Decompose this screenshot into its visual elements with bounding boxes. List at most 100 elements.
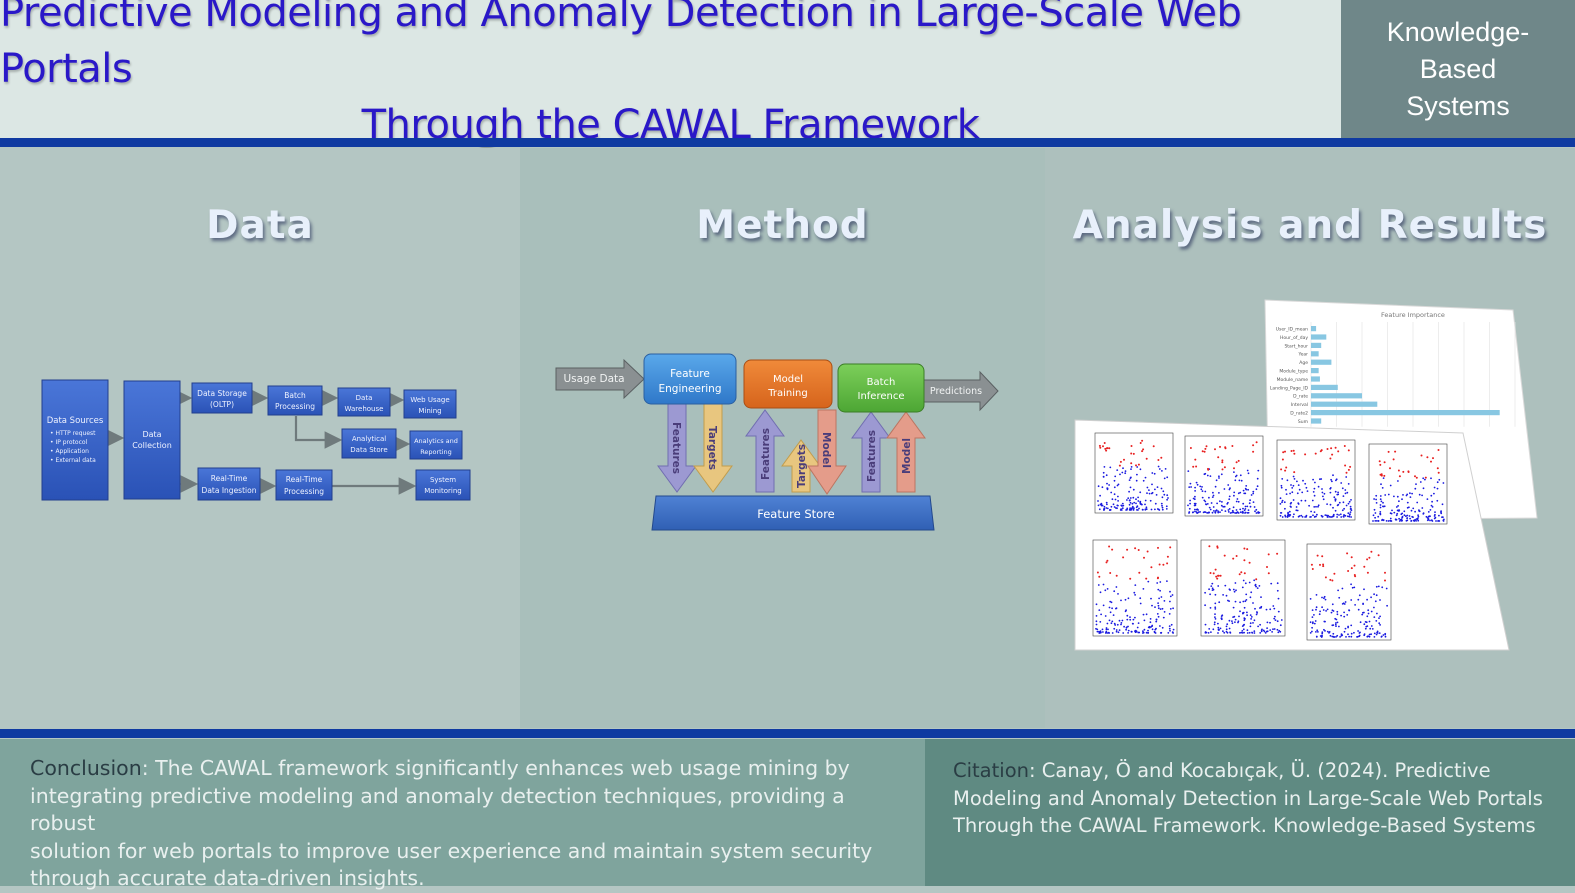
normal-point <box>1254 607 1256 610</box>
normal-point <box>1104 589 1107 592</box>
normal-point <box>1322 495 1324 498</box>
normal-point <box>1215 509 1218 512</box>
anomaly-point <box>1397 469 1400 472</box>
normal-point <box>1204 490 1207 493</box>
normal-point <box>1161 626 1164 629</box>
normal-point <box>1105 507 1108 509</box>
normal-point <box>1242 612 1244 614</box>
normal-point <box>1415 483 1417 485</box>
normal-point <box>1413 519 1416 522</box>
normal-point <box>1161 496 1164 499</box>
normal-point <box>1317 485 1320 488</box>
anomaly-point <box>1436 467 1439 470</box>
normal-point <box>1113 479 1116 482</box>
model-down-arrow <box>807 409 847 495</box>
anomaly-point <box>1217 574 1219 577</box>
normal-point <box>1249 596 1252 599</box>
normal-point <box>1139 597 1142 600</box>
normal-point <box>1329 491 1332 494</box>
normal-point <box>1236 498 1239 500</box>
normal-point <box>1315 635 1318 638</box>
scatter-plot-frame <box>1276 439 1356 521</box>
normal-point <box>1389 484 1392 487</box>
normal-point <box>1405 519 1408 522</box>
normal-point <box>1234 582 1237 584</box>
normal-point <box>1293 478 1296 480</box>
normal-point <box>1410 520 1412 522</box>
normal-point <box>1313 487 1316 490</box>
normal-point <box>1373 498 1375 500</box>
normal-point <box>1314 481 1316 484</box>
normal-point <box>1366 615 1369 618</box>
normal-point <box>1131 502 1134 505</box>
normal-point <box>1357 608 1360 611</box>
normal-point <box>1117 593 1119 595</box>
anomaly-point <box>1252 450 1255 453</box>
normal-point <box>1137 496 1139 499</box>
normal-point <box>1155 620 1158 623</box>
anomaly-point <box>1115 574 1118 577</box>
anomaly-point <box>1157 546 1159 549</box>
importance-bar <box>1311 351 1319 357</box>
normal-point <box>1168 625 1171 627</box>
normal-point <box>1332 515 1335 517</box>
normal-point <box>1242 628 1245 631</box>
normal-point <box>1296 509 1299 512</box>
normal-point <box>1208 506 1211 509</box>
normal-point <box>1252 492 1255 495</box>
normal-point <box>1194 490 1196 492</box>
normal-point <box>1225 628 1228 631</box>
anomaly-point <box>1223 554 1226 557</box>
normal-point <box>1400 513 1403 516</box>
normal-point <box>1317 504 1320 507</box>
normal-point <box>1361 613 1364 616</box>
normal-point <box>1165 505 1168 508</box>
normal-point <box>1197 511 1200 513</box>
normal-point <box>1141 508 1144 511</box>
rt-processing-label-2: Processing <box>284 487 324 496</box>
normal-point <box>1298 488 1301 491</box>
normal-point <box>1379 624 1381 626</box>
anomaly-point <box>1380 474 1383 477</box>
normal-point <box>1373 632 1376 635</box>
normal-point <box>1380 636 1383 638</box>
normal-point <box>1244 582 1247 585</box>
normal-point <box>1433 517 1436 520</box>
normal-point <box>1386 604 1388 607</box>
normal-point <box>1374 600 1377 603</box>
normal-point <box>1189 499 1191 502</box>
normal-point <box>1309 598 1312 600</box>
normal-point <box>1105 630 1108 633</box>
anomaly-point <box>1384 579 1386 582</box>
normal-point <box>1244 492 1247 495</box>
normal-point <box>1109 466 1112 469</box>
normal-point <box>1357 598 1360 601</box>
normal-point <box>1270 582 1273 585</box>
normal-point <box>1239 474 1242 477</box>
normal-point <box>1353 586 1356 589</box>
model-training-box <box>743 359 833 409</box>
normal-point <box>1233 491 1236 494</box>
normal-point <box>1099 621 1102 623</box>
anomaly-point <box>1106 559 1109 562</box>
normal-point <box>1099 591 1102 594</box>
normal-point <box>1102 604 1105 607</box>
scatter-plot-frame <box>1092 539 1178 637</box>
normal-point <box>1154 502 1157 505</box>
normal-point <box>1281 499 1284 502</box>
normal-point <box>1235 512 1238 514</box>
importance-label: Module_name <box>1277 377 1309 383</box>
normal-point <box>1441 516 1443 519</box>
normal-point <box>1221 501 1223 503</box>
normal-point <box>1368 635 1371 638</box>
normal-point <box>1229 589 1231 591</box>
normal-point <box>1102 631 1104 633</box>
data-sources-box <box>41 379 109 501</box>
normal-point <box>1157 604 1160 607</box>
normal-point <box>1293 513 1295 516</box>
normal-point <box>1378 622 1381 625</box>
normal-point <box>1260 629 1263 631</box>
normal-point <box>1390 520 1393 522</box>
normal-point <box>1304 499 1307 502</box>
anomaly-point <box>1280 468 1283 471</box>
